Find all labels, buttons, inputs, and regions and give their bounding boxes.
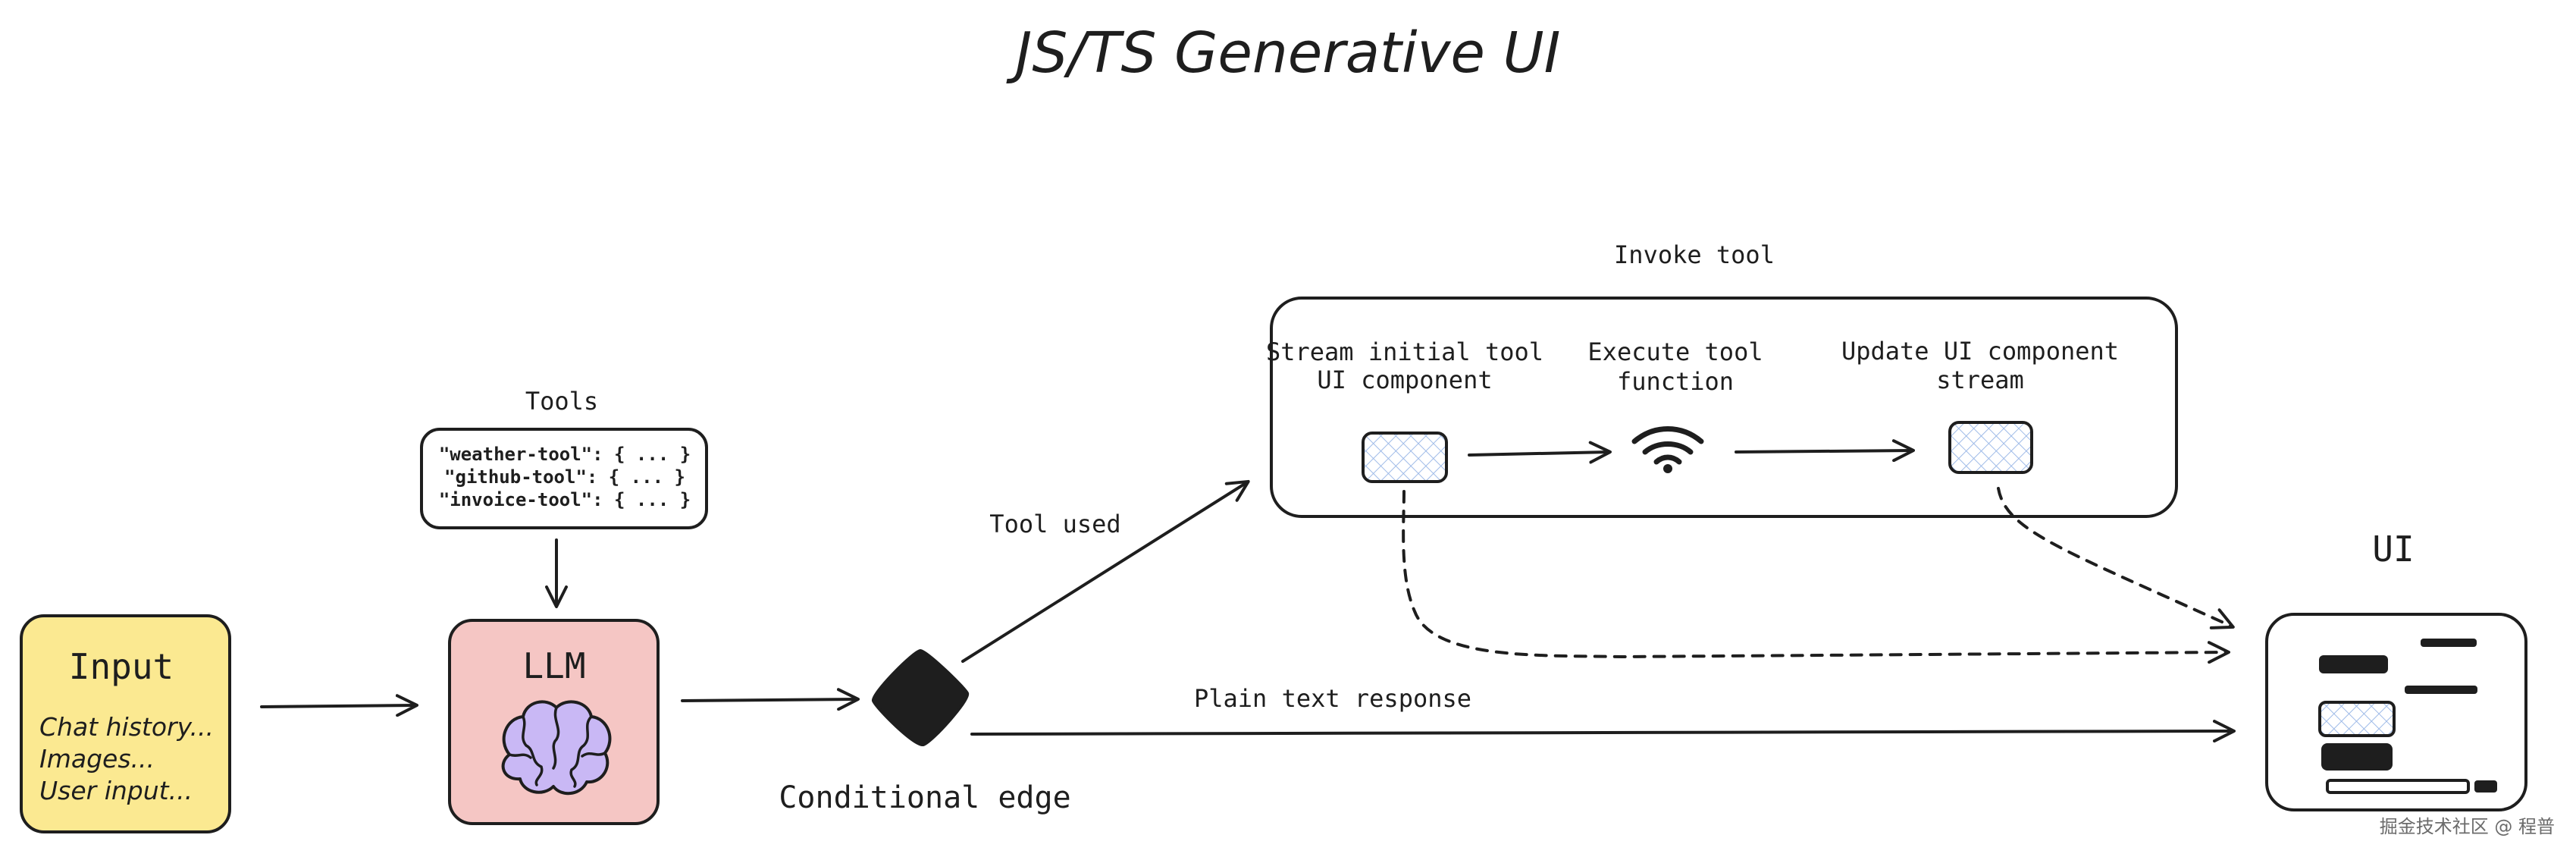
arrow-input-to-llm: [260, 694, 418, 717]
dashed-arrow-update-to-ui: [1997, 487, 2235, 629]
tool-entry: "invoice-tool": { ... }: [439, 489, 691, 510]
ui-bar: [2321, 743, 2393, 771]
updated-ui-component: [1948, 421, 2033, 474]
ui-input-field: [2326, 779, 2470, 794]
invoke-tool-box: [1270, 297, 2178, 518]
input-line: User input...: [39, 776, 193, 805]
dashed-arrow-initial-to-ui: [1402, 490, 2230, 664]
tools-node: Tools "weather-tool": { ... } "github-to…: [420, 387, 708, 529]
step-label: UI component: [1317, 366, 1492, 394]
input-node: Input Chat history... Images... User inp…: [20, 614, 231, 833]
arrow-llm-to-conditional: [681, 688, 860, 711]
watermark: 掘金技术社区 @ 程普: [2380, 816, 2555, 837]
initial-ui-component: [1362, 432, 1448, 483]
tool-entry: "weather-tool": { ... }: [439, 444, 691, 465]
ui-bar: [2319, 655, 2388, 673]
tools-heading: Tools: [525, 387, 598, 416]
llm-label: LLM: [522, 645, 585, 686]
arrow-step1-to-step2: [1468, 441, 1612, 464]
diagram-title: JS/TS Generative UI: [1006, 20, 1561, 86]
invoke-tool-group: Invoke tool Stream initial tool UI compo…: [1266, 240, 2178, 518]
input-line: Images...: [39, 744, 155, 774]
input-box: [20, 614, 231, 833]
brain-icon: [501, 700, 612, 795]
conditional-edge-node: Conditional edge: [779, 649, 1071, 815]
tool-entry: "github-tool": { ... }: [444, 466, 685, 488]
input-heading: Input: [69, 646, 174, 687]
tool-used-label: Tool used: [989, 510, 1120, 538]
arrow-tool-used: [961, 479, 1250, 663]
plain-text-label: Plain text response: [1194, 684, 1471, 713]
step-label: Execute tool: [1587, 337, 1763, 366]
llm-node: LLM: [448, 619, 660, 825]
input-line: Chat history...: [39, 712, 214, 742]
tools-box: [420, 428, 708, 529]
ui-heading: UI: [2372, 529, 2414, 570]
ui-node: UI: [2265, 529, 2527, 811]
step-label: Update UI component: [1841, 337, 2119, 366]
step-label: function: [1617, 367, 1734, 396]
arrow-plain-text: [970, 720, 2236, 743]
conditional-edge-label: Conditional edge: [779, 780, 1070, 815]
ui-component-block: [2318, 701, 2396, 737]
step-label: stream: [1936, 366, 2024, 394]
ui-bar: [2421, 639, 2477, 647]
arrow-step2-to-step3: [1735, 439, 1915, 463]
wifi-signal-icon: [1631, 426, 1704, 473]
invoke-tool-heading: Invoke tool: [1614, 240, 1775, 269]
step-label: Stream initial tool: [1266, 337, 1543, 366]
conditional-diamond: [872, 649, 970, 746]
ui-bar: [2405, 686, 2477, 694]
ui-send-button: [2474, 780, 2497, 793]
